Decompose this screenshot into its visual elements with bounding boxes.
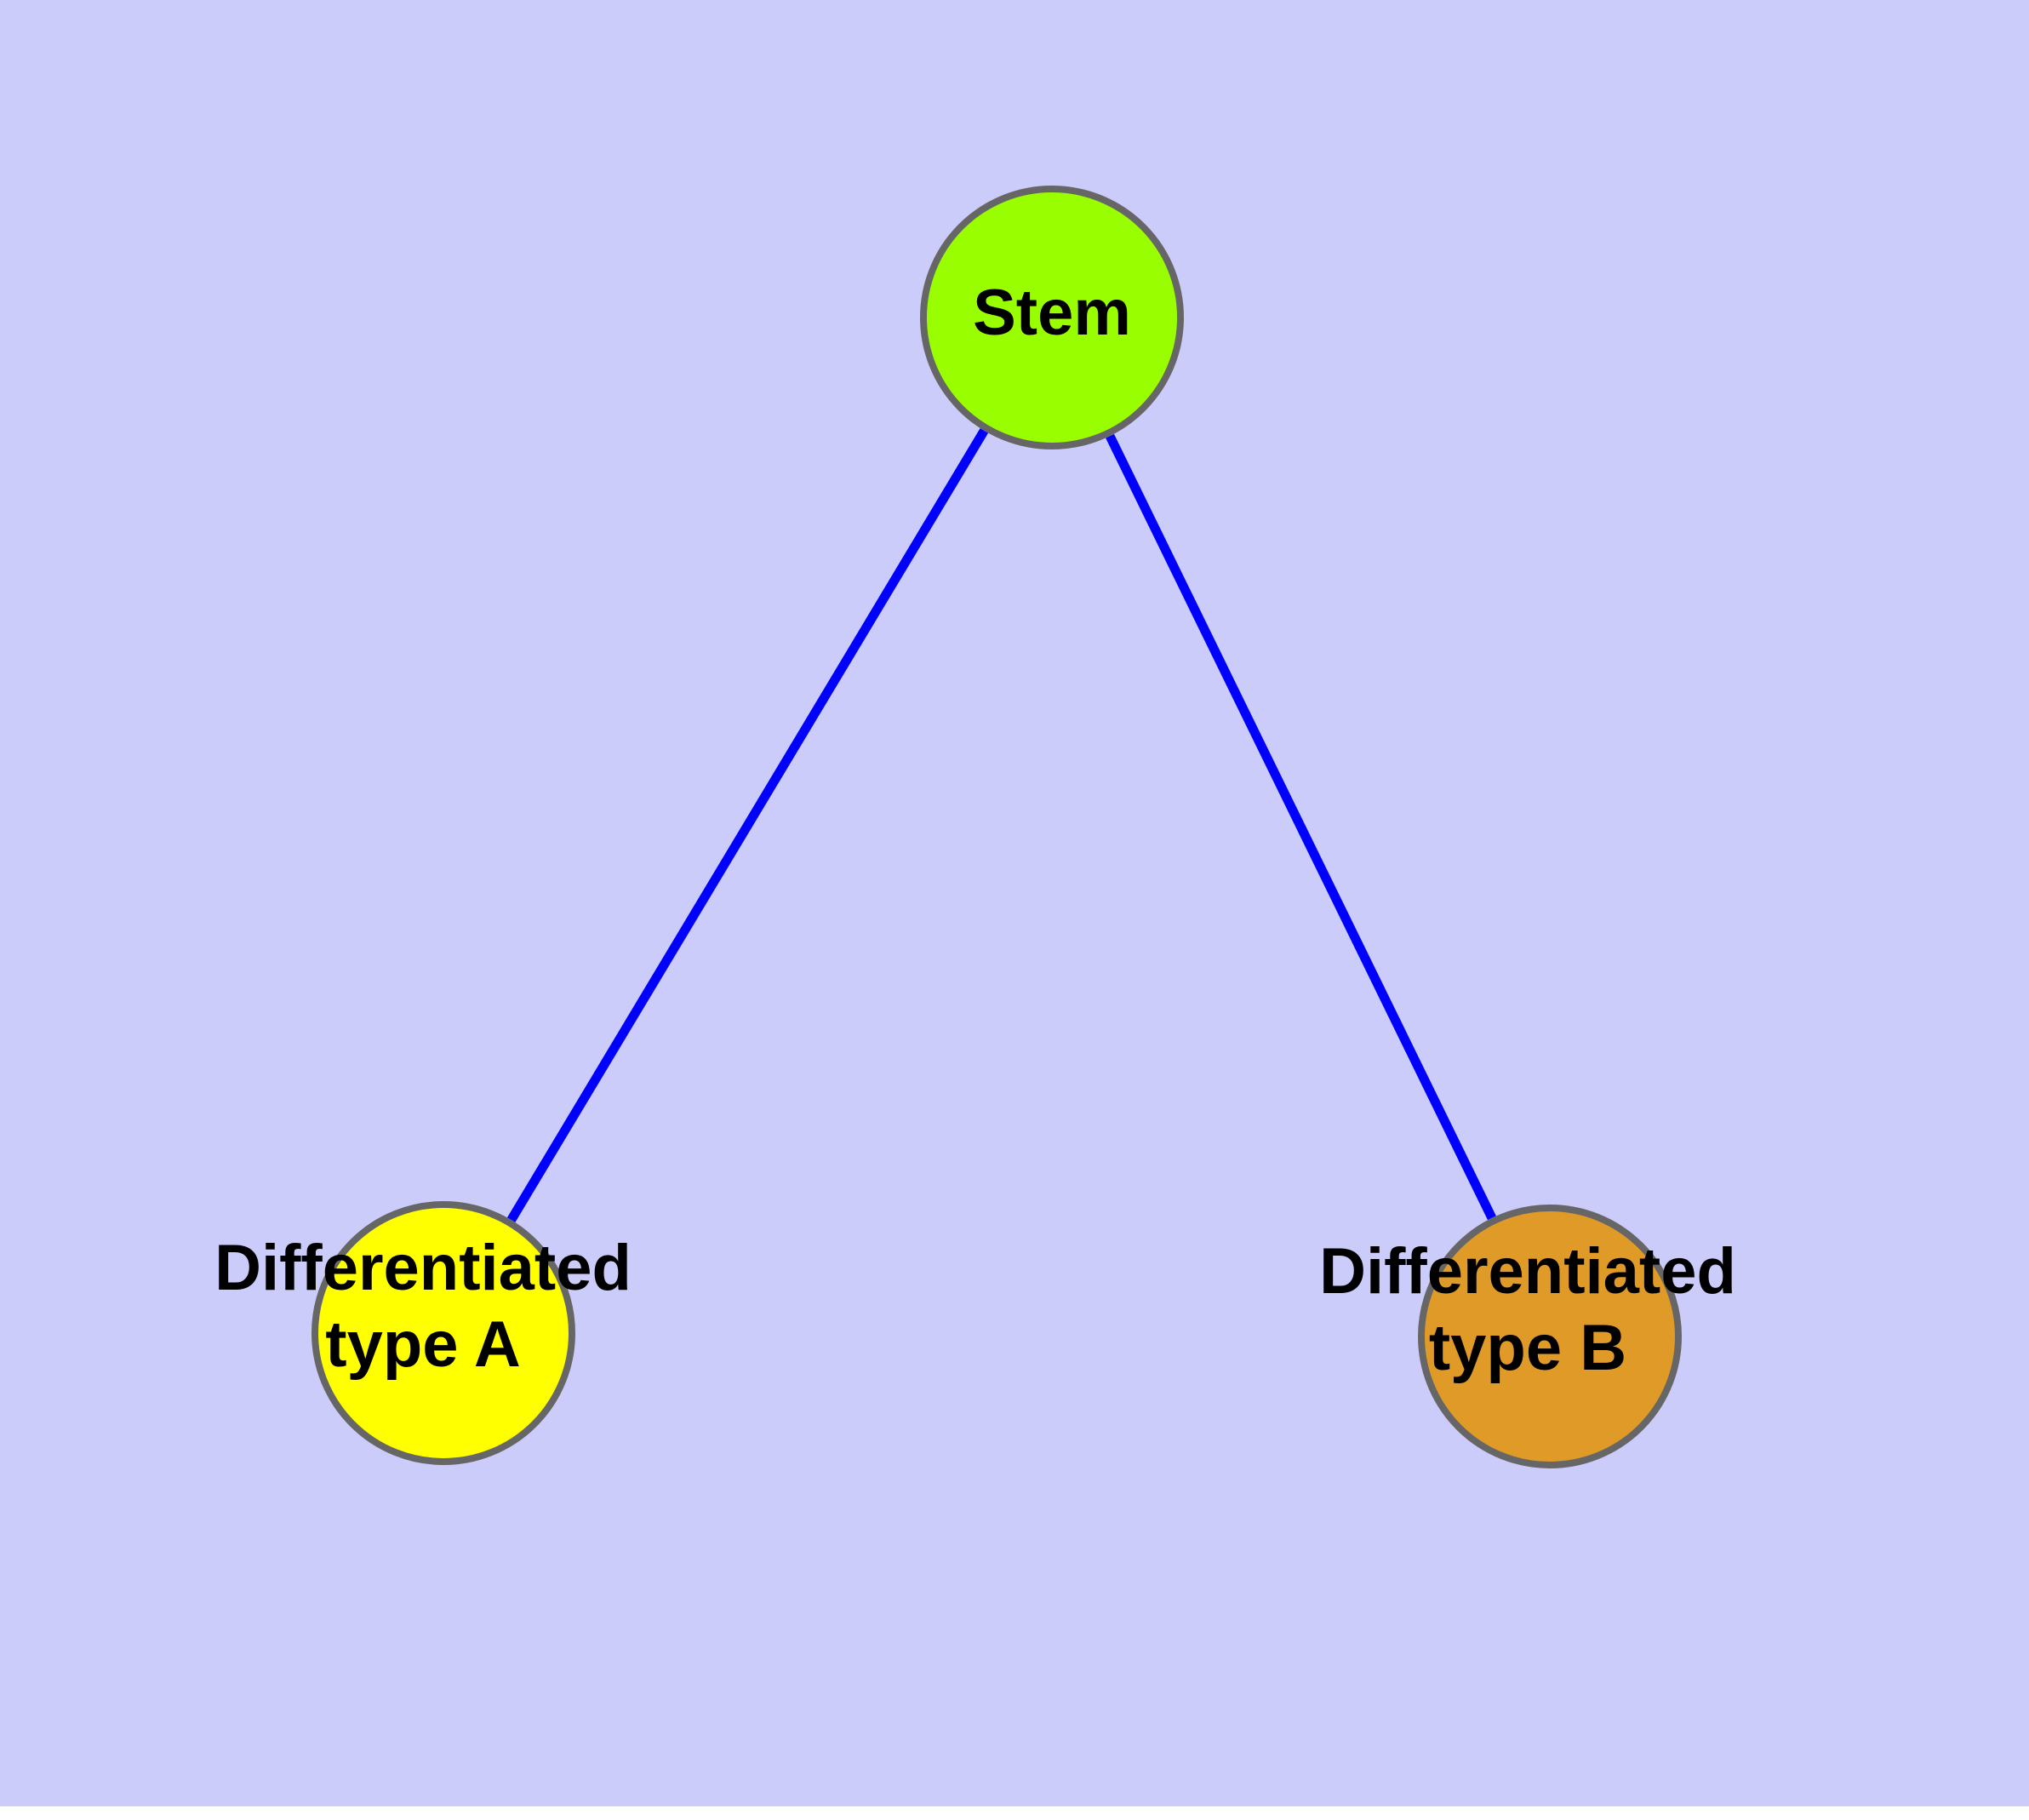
graph-node-diff_b[interactable]	[1418, 1205, 1682, 1468]
graph-node-label-line: type A	[325, 1308, 520, 1381]
graph-edge-stem-to-diff_a	[506, 428, 989, 1222]
edge-layer	[506, 428, 1496, 1222]
graph-node-stem[interactable]	[920, 186, 1184, 449]
graph-node-label-line: Stem	[973, 277, 1131, 349]
graph-node-label-line: Differentiated	[214, 1232, 632, 1304]
graph-node-label-line: Differentiated	[1319, 1235, 1736, 1308]
graph-node-label-stem: Stem	[973, 277, 1131, 349]
graph-node-label-line: type B	[1429, 1312, 1626, 1384]
graph-node-diff_a[interactable]	[311, 1201, 575, 1465]
node-layer	[311, 186, 1682, 1468]
graph-edge-stem-to-diff_b	[1106, 433, 1496, 1221]
